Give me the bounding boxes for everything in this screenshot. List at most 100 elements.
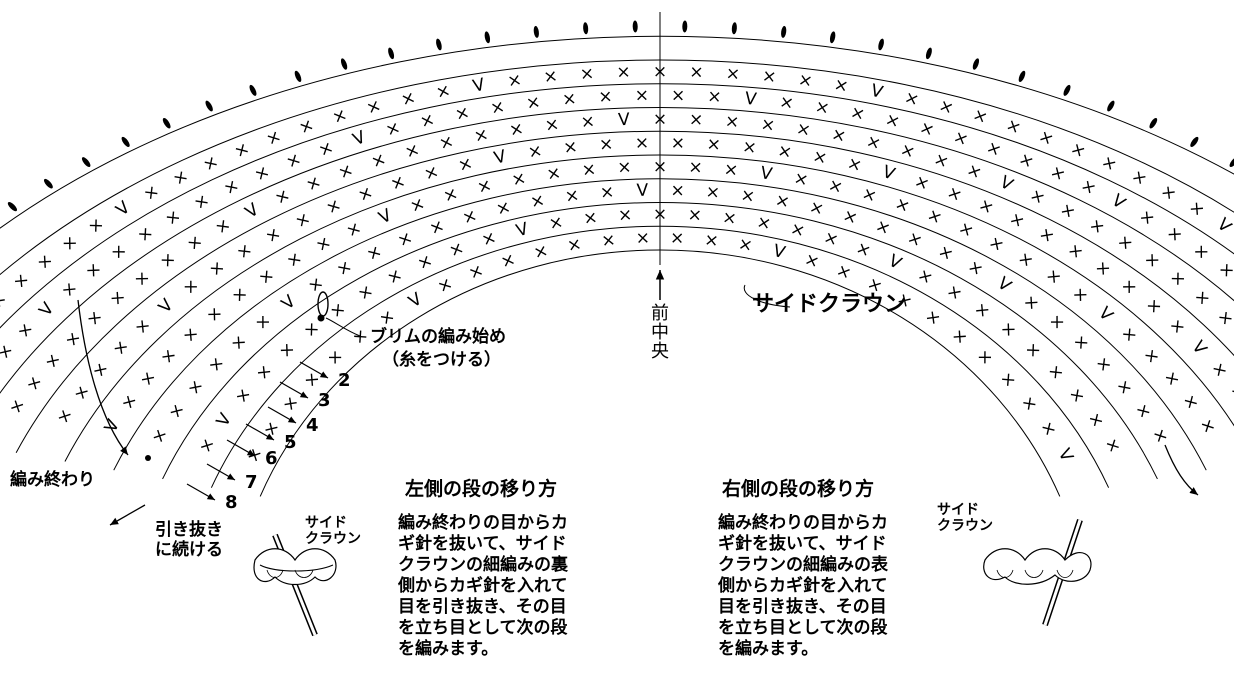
stitch-symbol: × [233, 239, 257, 264]
stitch-symbol: × [671, 133, 686, 153]
stitch-symbol: × [921, 306, 944, 331]
stitch-symbol: × [723, 159, 739, 181]
brim-start-label: ブリムの編み始め [370, 327, 506, 347]
pull-through-arrow [109, 504, 146, 526]
stitch-symbol: × [510, 168, 528, 191]
stitch-symbol: V [1054, 446, 1077, 466]
inset-right-label: サイド クラウン [937, 502, 993, 535]
slip-stitch-mark [972, 58, 980, 70]
stitch-symbol: × [840, 205, 860, 229]
stitch-symbol: × [427, 216, 448, 240]
stitch-symbol: × [1067, 138, 1089, 162]
stitch-symbol: × [407, 193, 428, 217]
stitch-symbol: × [911, 171, 932, 195]
stitch-symbol: × [582, 207, 599, 229]
stitch-symbol: × [195, 435, 219, 457]
stitch-symbol: × [0, 289, 11, 312]
stitch-symbol: × [205, 257, 229, 281]
left-text: 編み終わりの目からカ ギ針を抜いて、サイド クラウンの細編みの裏 側からカギ針を… [398, 513, 568, 660]
stitch-symbol: × [635, 228, 650, 249]
stitch-symbol: × [872, 216, 893, 240]
stitch-symbol: V [880, 162, 898, 185]
stitch-symbol: × [202, 302, 226, 326]
stitch-symbol: × [106, 286, 130, 310]
stitch-symbol: × [773, 190, 791, 213]
stitch-symbol: V [744, 89, 758, 110]
stitch-symbol: V [101, 416, 124, 436]
stitch-symbol: × [1068, 283, 1092, 307]
stitch-symbol: × [475, 175, 494, 198]
stitch-symbol: × [542, 66, 559, 88]
stitch-symbol: × [671, 86, 686, 106]
stitch-symbol: V [996, 172, 1016, 195]
stitch-symbol: × [57, 278, 81, 302]
stitch-symbol: × [161, 206, 185, 231]
stitch-symbol: × [703, 230, 719, 251]
row-turn-arrow [206, 463, 236, 481]
stitch-symbol: × [996, 368, 1020, 392]
stitch-marks: V××××××××××V××××××××××V××××××××××××××××V… [0, 20, 1234, 466]
stitch-symbol: × [1113, 231, 1137, 255]
row-turn-arrow [245, 423, 275, 441]
stitch-symbol: × [1112, 376, 1137, 399]
stitch-symbol: × [83, 307, 108, 331]
stitch-symbol: × [0, 341, 18, 364]
stitch-symbol: × [848, 102, 867, 125]
slip-stitch-mark [1107, 100, 1115, 112]
stitch-symbol: × [460, 205, 480, 229]
stitch-symbol: × [437, 131, 457, 154]
stitch-symbol: × [384, 265, 407, 289]
slip-stitch-mark [682, 20, 688, 33]
row-number: 2 [338, 370, 351, 391]
stitch-symbol: × [832, 74, 850, 97]
stitch-symbol: V [405, 289, 426, 312]
stitch-symbol: V [514, 219, 531, 242]
stitch-symbol: × [829, 124, 848, 147]
stitch-symbol: V [112, 197, 134, 220]
stitch-symbol: × [635, 133, 650, 153]
stitch-symbol: × [489, 97, 507, 120]
stitch-symbol: V [885, 251, 905, 274]
stitch-symbol: × [1159, 367, 1184, 390]
stitch-symbol: V [759, 163, 774, 185]
stitch-symbol: × [1163, 222, 1187, 246]
stitch-symbol: × [1213, 307, 1234, 331]
stitch-symbol: × [737, 234, 755, 256]
slip-stitch-mark [878, 38, 884, 51]
stitch-symbol: × [973, 346, 997, 370]
stitch-symbol: × [399, 87, 419, 110]
slip-stitch-mark [1190, 136, 1199, 148]
slip-stitch-mark [829, 31, 836, 44]
stitch-symbol: × [934, 241, 956, 265]
pull-through-label: 引き抜き に続ける [155, 520, 223, 561]
stitch-symbol: × [1077, 175, 1100, 200]
stitch-symbol: × [802, 249, 822, 273]
stitch-symbol: × [5, 396, 29, 418]
stitch-symbol: × [1085, 214, 1108, 239]
stitch-symbol: × [109, 336, 134, 359]
stitch-symbol: × [755, 212, 773, 234]
stitch-symbol: × [70, 382, 94, 404]
stitch-symbol: × [1157, 181, 1181, 206]
slip-stitch-mark [731, 22, 737, 35]
left-title: 左側の段の移り方 [405, 478, 558, 500]
right-flow-arrow [1164, 444, 1199, 496]
stitch-symbol: × [1098, 151, 1121, 176]
stitch-symbol: × [833, 260, 854, 284]
stitch-symbol: × [312, 232, 335, 257]
stitch-symbol: × [975, 195, 997, 219]
stitch-symbol: × [13, 319, 38, 342]
stitch-symbol: × [136, 367, 161, 390]
end-label: 編み終わり [10, 470, 95, 490]
stitch-symbol: × [1190, 286, 1214, 310]
stitch-symbol: × [1131, 400, 1155, 422]
stitch-symbol: × [581, 159, 597, 181]
stitch-symbol: × [494, 197, 513, 220]
stitch-symbol: V [771, 241, 788, 263]
stitch-symbol: × [133, 222, 157, 246]
stitch-symbol: × [547, 212, 565, 234]
stitch-symbol: × [944, 182, 966, 206]
stitch-symbol: × [303, 172, 325, 196]
stitch-symbol: × [354, 281, 377, 306]
stitch-symbol: × [955, 218, 977, 242]
